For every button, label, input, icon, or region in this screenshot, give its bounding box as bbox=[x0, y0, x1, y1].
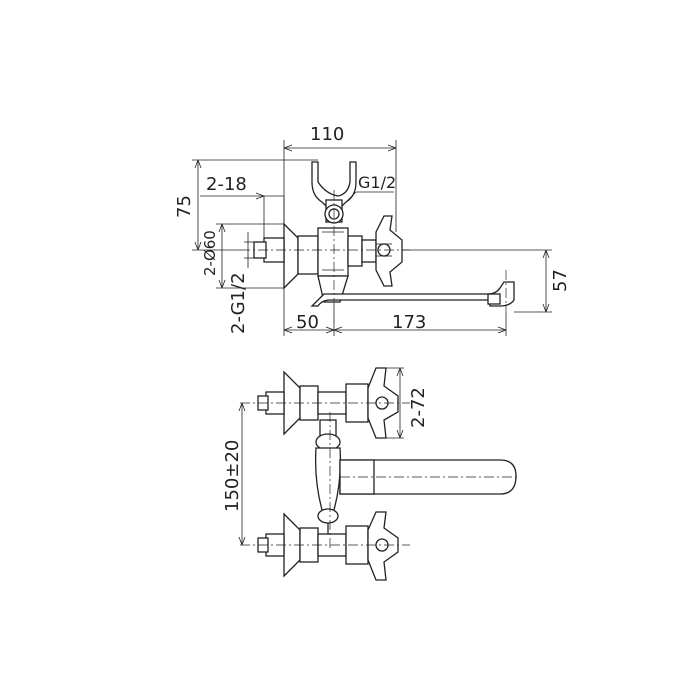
spout-side bbox=[310, 281, 515, 307]
diverter-spout bbox=[314, 419, 517, 524]
front-view: 150±20 2-72 bbox=[222, 367, 520, 581]
dim-2-72: 2-72 bbox=[408, 387, 429, 428]
dim-57: 57 bbox=[550, 269, 571, 292]
dim-75: 75 bbox=[174, 195, 195, 218]
dim-110: 110 bbox=[310, 124, 344, 145]
dim-2-o60: 2-Ø60 bbox=[201, 230, 219, 276]
dim-50: 50 bbox=[296, 312, 319, 333]
shower-holder bbox=[311, 161, 357, 224]
dim-150-20: 150±20 bbox=[222, 440, 243, 512]
dim-g1-2-shower: G1/2 bbox=[358, 173, 396, 192]
dim-2-g1-2: 2-G1/2 bbox=[228, 272, 249, 334]
mixer-body bbox=[317, 227, 363, 303]
dim-2-18: 2-18 bbox=[206, 174, 247, 195]
dim-173: 173 bbox=[392, 312, 426, 333]
cross-handle-side bbox=[361, 215, 403, 287]
side-view: 110 2-18 75 2-Ø60 2-G1/2 G1/2 57 50 173 bbox=[174, 124, 571, 336]
